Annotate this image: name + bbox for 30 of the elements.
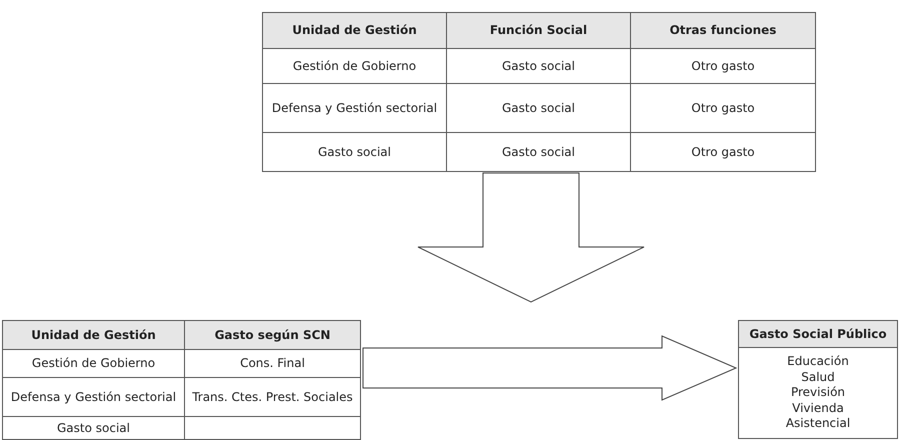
block-arrow — [362, 335, 738, 401]
table — [262, 12, 816, 172]
table — [2, 320, 361, 440]
list-item: Previsión — [790, 385, 846, 401]
header-cell: Función Social — [447, 13, 630, 48]
table-cell: Gasto social — [263, 133, 446, 171]
header-cell: Unidad de Gestión — [263, 13, 446, 48]
table-cell: Cons. Final — [185, 350, 360, 377]
table-cell: Gestión de Gobierno — [3, 350, 184, 377]
header-cell: Gasto Social Público — [739, 321, 897, 348]
table-cell: Otro gasto — [631, 49, 815, 83]
table-cell: Gasto social — [447, 49, 630, 83]
table-cell: Otro gasto — [631, 84, 815, 132]
table-cell: Trans. Ctes. Prest. Sociales — [185, 378, 360, 416]
header-cell: Otras funciones — [631, 13, 815, 48]
list-item: Salud — [801, 370, 835, 386]
table-cell: Gasto social — [3, 417, 184, 439]
header-cell: Unidad de Gestión — [3, 321, 184, 349]
list-item: Asistencial — [786, 416, 850, 432]
table-cell: Gasto social — [447, 84, 630, 132]
table-cell: Gasto social — [447, 133, 630, 171]
block-arrow — [418, 172, 644, 303]
table-cell: Defensa y Gestión sectorial — [3, 378, 184, 416]
list-item: Educación — [787, 354, 849, 370]
list-item: Vivienda — [792, 400, 844, 416]
table-cell: Defensa y Gestión sectorial — [263, 84, 446, 132]
table — [738, 320, 898, 439]
table-cell: Otro gasto — [631, 133, 815, 171]
header-cell: Gasto según SCN — [185, 321, 360, 349]
table-cell: Gestión de Gobierno — [263, 49, 446, 83]
